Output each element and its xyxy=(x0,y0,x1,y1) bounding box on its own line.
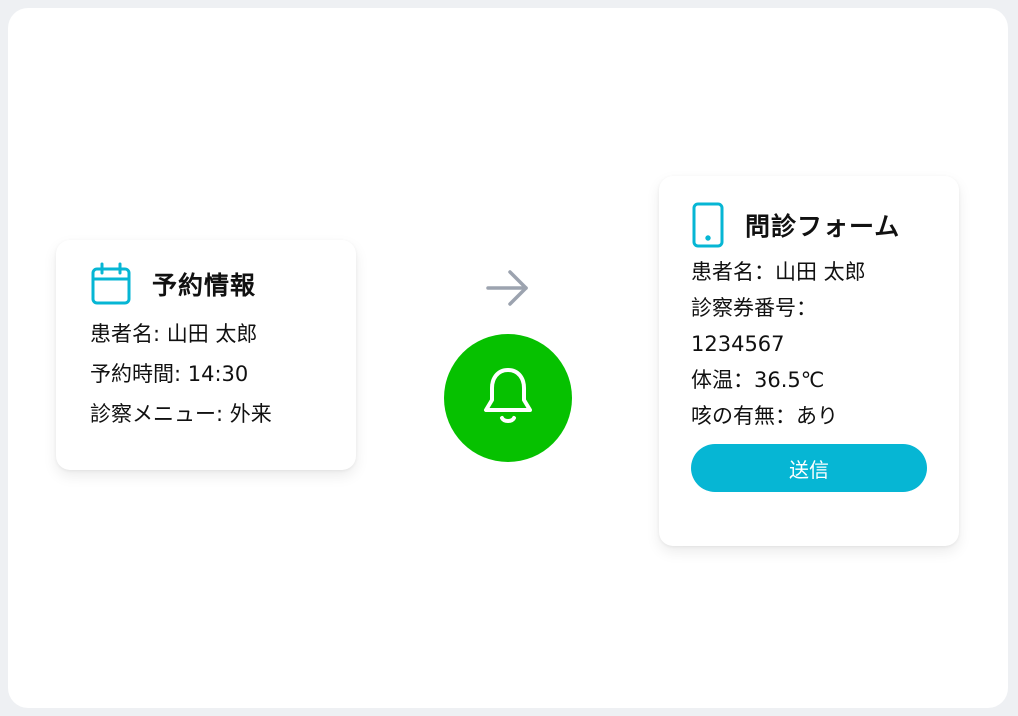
form-patient-name: 患者名：山田 太郎 xyxy=(691,260,866,284)
submit-button[interactable]: 送信 xyxy=(691,444,927,492)
smartphone-icon xyxy=(691,202,725,248)
form-temperature: 体温：36.5℃ xyxy=(691,368,825,392)
bell-icon xyxy=(478,364,538,432)
reservation-menu: 診察メニュー: 外来 xyxy=(90,402,272,426)
questionnaire-card-header: 問診フォーム xyxy=(691,202,927,248)
questionnaire-card-title: 問診フォーム xyxy=(745,212,901,241)
reservation-patient-name: 患者名: 山田 太郎 xyxy=(90,322,258,346)
reservation-card: 予約情報 患者名: 山田 太郎 予約時間: 14:30 診察メニュー: 外来 xyxy=(56,240,356,470)
form-cough: 咳の有無：あり xyxy=(691,404,838,428)
arrow-right-icon xyxy=(484,264,532,312)
questionnaire-card: 問診フォーム 患者名：山田 太郎 診察券番号：1234567 体温：36.5℃ … xyxy=(659,176,959,546)
reservation-time: 予約時間: 14:30 xyxy=(90,362,249,386)
calendar-icon xyxy=(90,262,132,306)
form-patient-number: 診察券番号：1234567 xyxy=(691,296,817,356)
reservation-card-title: 予約情報 xyxy=(152,271,257,300)
notification-badge xyxy=(444,334,572,462)
reservation-card-header: 予約情報 xyxy=(90,262,322,306)
